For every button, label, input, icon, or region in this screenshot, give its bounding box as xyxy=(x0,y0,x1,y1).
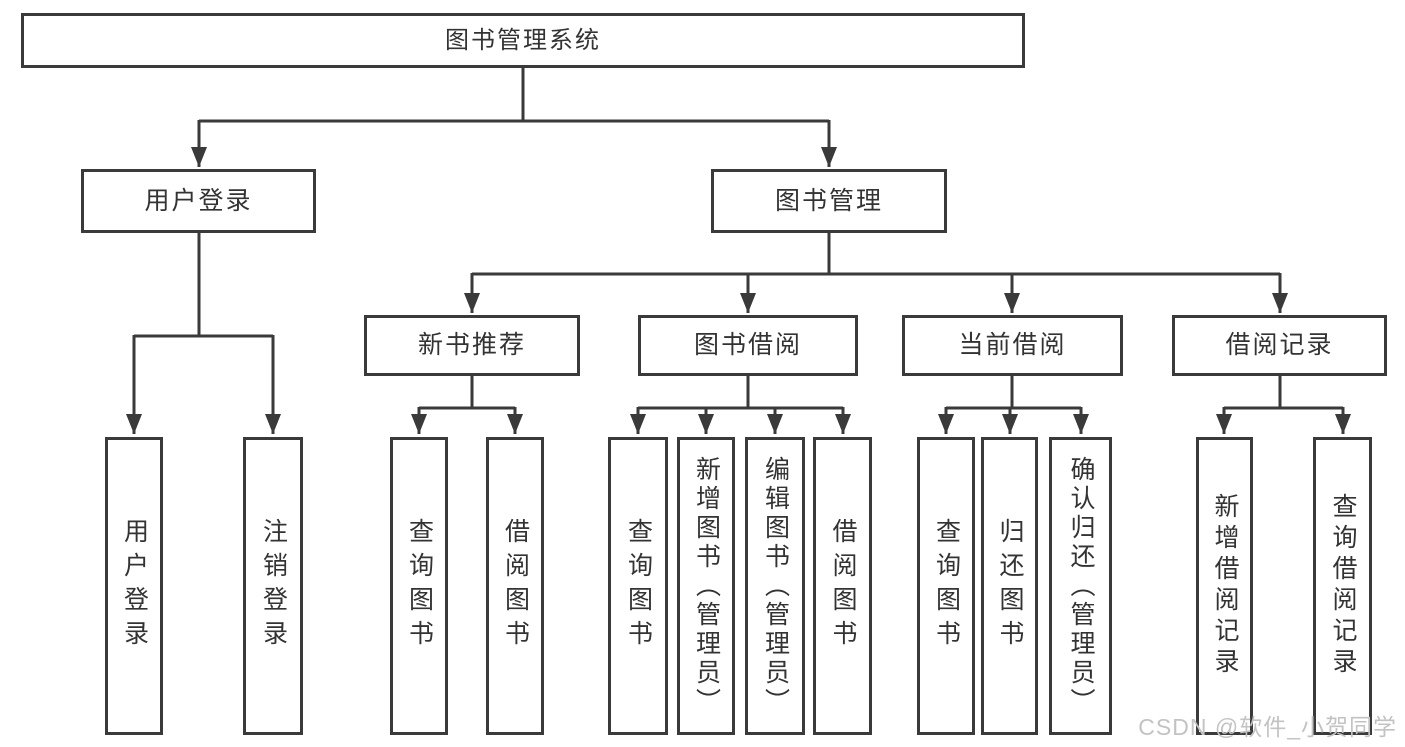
leaf-label: 注销登录 xyxy=(259,518,288,654)
node-label: 图书借阅 xyxy=(693,331,802,359)
connector-mgmt-bar xyxy=(472,233,1280,276)
leaf-newbook-borrow-book: 借阅图书 xyxy=(486,437,544,735)
leaf-user-login: 用户登录 xyxy=(105,437,163,735)
leaf-records-add-record: 新增借阅记录 xyxy=(1196,437,1253,735)
connector-records-bar xyxy=(1224,376,1343,410)
connector-login-bar xyxy=(134,233,273,338)
connector-current-bar xyxy=(946,376,1081,410)
leaf-label: 新增借阅记录 xyxy=(1211,493,1239,679)
node-borrow-records: 借阅记录 xyxy=(1172,315,1387,376)
leaf-label: 借阅图书 xyxy=(829,518,857,654)
leaf-borrow-add-book-admin: 新增图书（管理员） xyxy=(677,437,735,735)
leaf-borrow-borrow-book: 借阅图书 xyxy=(813,437,872,735)
leaf-label: 查询图书 xyxy=(932,518,961,654)
leaf-label: 查询图书 xyxy=(624,518,653,654)
node-label: 用户登录 xyxy=(144,186,253,215)
leaf-borrow-query-book: 查询图书 xyxy=(608,437,668,735)
node-book-management: 图书管理 xyxy=(711,169,947,233)
leaf-current-confirm-return-admin: 确认归还（管理员） xyxy=(1049,437,1112,735)
leaf-label: 新增图书（管理员） xyxy=(692,455,721,717)
leaf-current-return-book: 归还图书 xyxy=(981,437,1038,735)
node-root-system: 图书管理系统 xyxy=(21,13,1025,68)
leaf-records-query-record: 查询借阅记录 xyxy=(1313,437,1372,735)
node-current-borrow: 当前借阅 xyxy=(902,315,1123,376)
node-label: 图书管理 xyxy=(774,186,883,215)
leaf-newbook-query-book: 查询图书 xyxy=(390,437,448,735)
leaf-label: 确认归还（管理员） xyxy=(1067,455,1095,717)
leaf-label: 编辑图书（管理员） xyxy=(761,455,790,717)
node-label: 当前借阅 xyxy=(958,331,1067,359)
leaf-label: 查询图书 xyxy=(405,518,434,654)
leaf-label: 用户登录 xyxy=(120,518,149,654)
leaf-label: 借阅图书 xyxy=(501,518,530,654)
node-label: 图书管理系统 xyxy=(445,26,601,54)
connector-newbook-bar xyxy=(419,376,515,410)
node-user-login: 用户登录 xyxy=(81,169,316,233)
leaf-label: 查询借阅记录 xyxy=(1329,493,1357,679)
leaf-label: 归还图书 xyxy=(996,518,1024,654)
csdn-watermark: CSDN @软件_小贺同学 xyxy=(1138,714,1397,740)
leaf-borrow-edit-book-admin: 编辑图书（管理员） xyxy=(745,437,805,735)
node-label: 新书推荐 xyxy=(417,331,526,359)
node-label: 借阅记录 xyxy=(1225,331,1334,359)
leaf-current-query-book: 查询图书 xyxy=(917,437,975,735)
node-new-book-recommend: 新书推荐 xyxy=(364,315,580,376)
node-book-borrow: 图书借阅 xyxy=(638,315,858,376)
leaf-logout: 注销登录 xyxy=(243,437,303,735)
connector-root-bar xyxy=(199,68,829,123)
connector-borrow-bar xyxy=(638,376,843,410)
